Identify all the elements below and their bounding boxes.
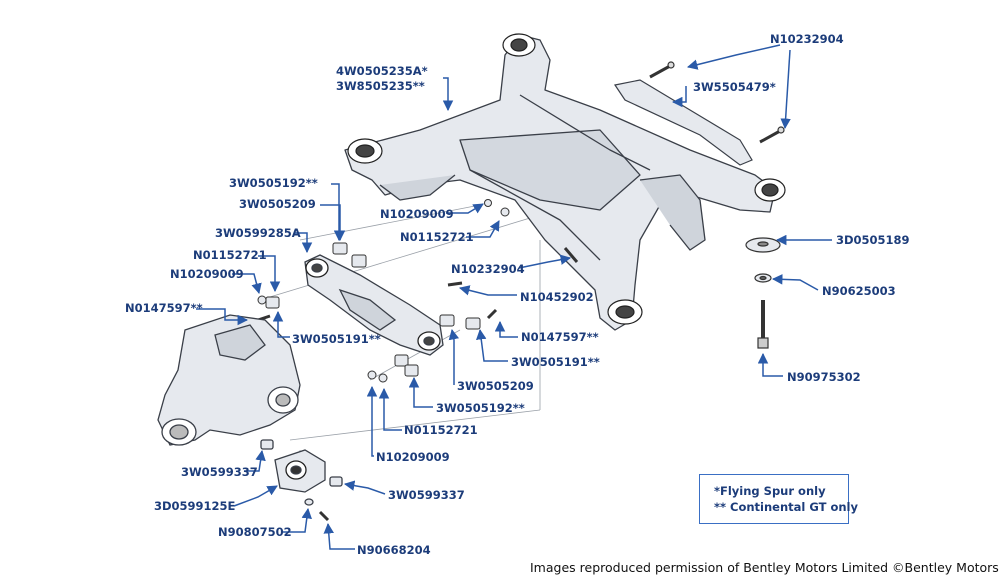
label-n0147597-right: N0147597** (521, 330, 599, 344)
label-n10452902: N10452902 (520, 290, 594, 304)
label-n10209009-mid: N10209009 (380, 207, 454, 221)
lower-differential-mount (260, 439, 343, 522)
rear-subframe (344, 34, 776, 331)
label-3w0505209-bot: 3W0505209 (457, 379, 534, 393)
label-n90668204: N90668204 (357, 543, 431, 557)
label-3w5505479: 3W5505479* (693, 80, 776, 94)
label-n01152721-mid: N01152721 (400, 230, 474, 244)
label-n10232904-top: N10232904 (770, 32, 844, 46)
label-n0147597-left: N0147597** (125, 301, 203, 315)
reinforcement-strut (614, 79, 753, 166)
label-3w0505191-right: 3W0505191** (511, 355, 600, 369)
differential-mount-bracket (304, 254, 444, 356)
rear-differential (157, 314, 301, 446)
label-3d0505189: 3D0505189 (836, 233, 910, 247)
legend-flying-spur: *Flying Spur only (714, 484, 826, 498)
label-n10209009-bot: N10209009 (376, 450, 450, 464)
label-3w0599337-left: 3W0599337 (181, 465, 258, 479)
subframe-bushings (347, 33, 786, 325)
mount-clips (257, 199, 579, 383)
label-4w0505235a: 4W0505235A* (336, 64, 428, 78)
label-n10209009-left: N10209009 (170, 267, 244, 281)
label-n90975302: N90975302 (787, 370, 861, 384)
label-3w0505192-top: 3W0505192** (229, 176, 318, 190)
label-3d0599125e: 3D0599125E (154, 499, 236, 513)
model-legend: *Flying Spur only ** Continental GT only (699, 474, 858, 524)
legend-continental-gt: ** Continental GT only (714, 500, 858, 514)
label-n10232904-mid: N10232904 (451, 262, 525, 276)
label-3w0505192-bot: 3W0505192** (436, 401, 525, 415)
label-n01152721-left: N01152721 (193, 248, 267, 262)
leader-arrows (196, 44, 832, 550)
label-3w0599285a: 3W0599285A (215, 226, 301, 240)
label-3w0599337-right: 3W0599337 (388, 488, 465, 502)
label-n90807502: N90807502 (218, 525, 292, 539)
label-3w0505209-top: 3W0505209 (239, 197, 316, 211)
label-n90625003: N90625003 (822, 284, 896, 298)
label-3w8505235: 3W8505235** (336, 79, 425, 93)
copyright-footer: Images reproduced permission of Bentley … (530, 560, 1000, 575)
label-3w0505191-left: 3W0505191** (292, 332, 381, 346)
label-n01152721-bot: N01152721 (404, 423, 478, 437)
subframe-mount-hardware (745, 237, 781, 349)
